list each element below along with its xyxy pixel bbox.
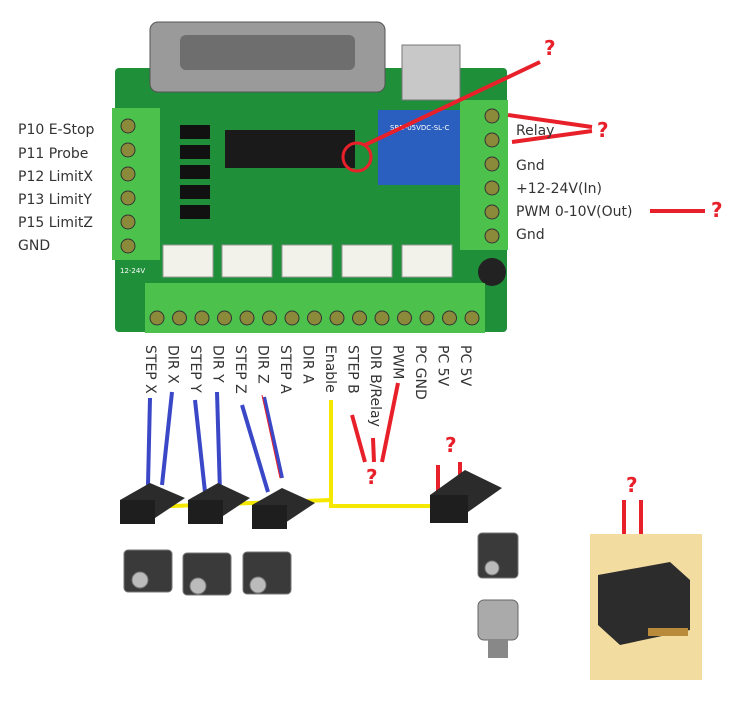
label-gnd: Gnd [516, 158, 545, 174]
question-wire [364, 60, 541, 147]
spindle-power-supply [590, 534, 702, 680]
label-gnd: GND [18, 238, 51, 254]
label-dir-z: DIR Z [254, 345, 271, 384]
label-gnd: Gnd [516, 227, 545, 243]
terminal-screw [172, 310, 187, 326]
question-mark: ? [445, 433, 457, 457]
label-dir-a: DIR A [299, 345, 316, 384]
terminal-screw [397, 310, 412, 326]
label-step-x: STEP X [142, 345, 158, 394]
label-enable: Enable [322, 345, 338, 393]
optocouplers [180, 125, 210, 219]
terminal-screw [217, 310, 232, 326]
stepper-header-connectors [162, 244, 453, 278]
label-step-y: STEP Y [187, 345, 203, 393]
label-step-b: STEP B [344, 345, 361, 394]
drill-chuck [477, 599, 519, 658]
terminal-screw [442, 310, 457, 326]
question-mark: ? [544, 36, 556, 60]
relay-question-wires [507, 113, 705, 213]
terminal-screw [284, 310, 300, 326]
label-dir-b-relay: DIR B/Relay [367, 345, 383, 427]
terminal-screw [149, 310, 165, 326]
label-limit-x: P12 LimitX [18, 169, 94, 185]
terminal-screw [239, 310, 255, 326]
chip [225, 130, 290, 168]
question-mark: ? [366, 465, 378, 489]
label-pc-5v: PC 5V [457, 345, 473, 387]
right-terminal-block [460, 100, 508, 250]
terminal-screw [329, 310, 345, 326]
relay [378, 110, 460, 185]
terminal-screws-left [120, 118, 136, 254]
bottom-terminal-block [145, 283, 485, 333]
label-pc-5v: PC 5V [434, 345, 451, 387]
label-dir-y: DIR Y [209, 345, 226, 383]
label-limit-z: P15 LimitZ [18, 215, 94, 231]
step-dir-wires [146, 391, 284, 493]
relay-silkscreen: SRD-05VDC-SL-C [390, 124, 449, 132]
label-dir-x: DIR X [164, 345, 181, 384]
label-probe: P11 Probe [18, 146, 89, 162]
label-pc-gnd: PC GND [412, 345, 428, 400]
terminal-screw [194, 310, 210, 326]
terminal-screw [374, 310, 390, 326]
terminal-screw [352, 310, 367, 326]
label-limit-y: P13 LimitY [18, 192, 92, 208]
left-terminal-block [112, 108, 160, 260]
question-mark: ? [626, 473, 638, 497]
label-step-z: STEP Z [232, 345, 248, 394]
terminal-screw [307, 310, 322, 326]
terminal-screws-right [484, 108, 500, 244]
terminal-screw [464, 310, 480, 326]
label-relay: Relay [516, 123, 555, 139]
label-e-stop: P10 E-Stop [18, 122, 95, 138]
terminal-screw [262, 310, 277, 326]
power-silkscreen: 12-24V [120, 267, 145, 275]
question-mark: ? [711, 198, 723, 222]
stepper-motors [123, 532, 519, 596]
terminal-screw [419, 310, 435, 326]
usb-connector [401, 44, 461, 101]
stepper-drivers [120, 470, 502, 529]
label-step-a: STEP A [277, 345, 293, 394]
label-power-in: +12-24V(In) [516, 181, 602, 197]
capacitor [478, 258, 506, 286]
highlight-circle [341, 141, 373, 173]
terminal-screws-bottom [149, 310, 480, 326]
question-mark: ? [597, 118, 609, 142]
label-pwm-out: PWM 0-10V(Out) [516, 204, 633, 220]
label-pwm: PWM [389, 345, 406, 380]
